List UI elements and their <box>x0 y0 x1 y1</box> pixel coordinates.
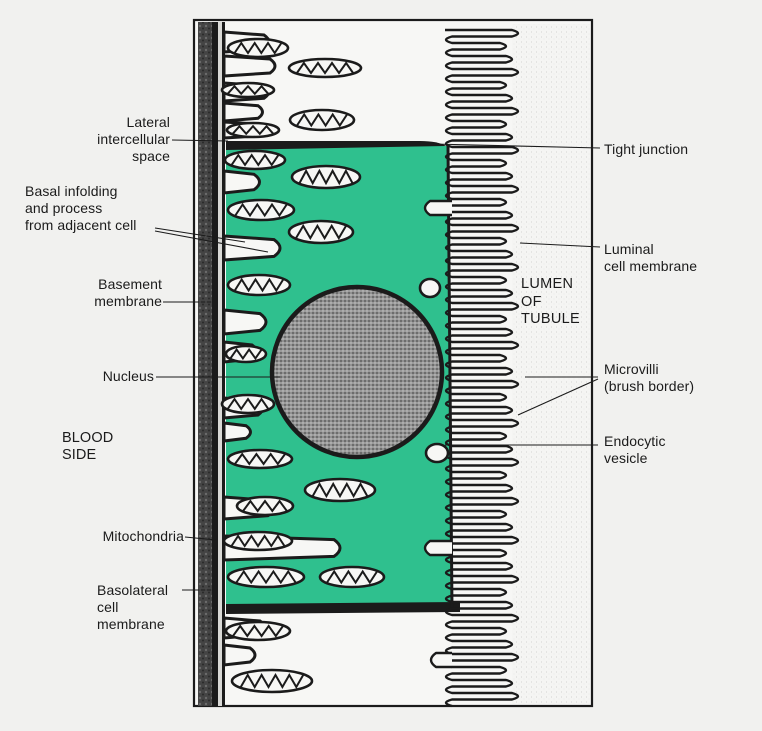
mitochondrion <box>222 530 294 552</box>
label-basolateral-cell-membrane: Basolateral cell membrane <box>97 582 169 632</box>
label-nucleus: Nucleus <box>102 368 154 384</box>
microvilli-outline <box>444 28 520 708</box>
mitochondrion <box>287 219 355 245</box>
label-endocytic-vesicle: Endocytic vesicle <box>604 433 666 466</box>
microvillus-extension <box>429 651 452 669</box>
mitochondrion <box>220 81 276 99</box>
mitochondrion <box>226 565 306 589</box>
lower-cell-boundary <box>226 602 460 614</box>
mitochondrion <box>225 121 281 139</box>
label-blood-side: BLOOD SIDE <box>62 430 114 463</box>
mitochondrion <box>223 149 287 171</box>
basal-infolding <box>222 421 252 443</box>
label-luminal-cell-membrane: Luminal cell membrane <box>604 241 698 274</box>
mitochondrion <box>230 668 314 694</box>
endocytic-vesicle-upper <box>418 277 442 299</box>
basal-infolding <box>222 54 277 78</box>
microvillus-extension <box>423 539 452 557</box>
mitochondrion <box>220 393 276 415</box>
basal-infolding <box>222 101 264 123</box>
label-microvilli: Microvilli (brush border) <box>604 361 695 394</box>
mitochondrion <box>235 495 295 517</box>
basement-membrane-band <box>198 22 214 706</box>
label-basal-infolding: Basal infolding and process from adjacen… <box>25 183 137 233</box>
microvillus-extension <box>423 199 452 217</box>
basal-infolding <box>222 169 261 195</box>
lumen-shading <box>512 24 590 704</box>
basal-infolding <box>222 234 282 262</box>
mitochondrion <box>224 620 292 642</box>
leader-lines <box>154 139 601 591</box>
label-lumen-of-tubule: LUMEN OF TUBULE <box>521 276 581 327</box>
basal-infolding <box>222 308 268 336</box>
endocytic-vesicle-lower <box>424 442 450 464</box>
mitochondrion <box>318 565 386 589</box>
mitochondrion <box>224 344 268 364</box>
mitochondria-group <box>220 37 386 694</box>
mitochondrion <box>226 37 290 59</box>
label-basement-membrane: Basement membrane <box>94 276 162 309</box>
mitochondrion <box>226 273 292 297</box>
label-mitochondria: Mitochondria <box>102 528 184 544</box>
mitochondrion <box>288 108 356 132</box>
label-tight-junction: Tight junction <box>604 141 689 157</box>
nucleus-shape <box>269 284 445 460</box>
mitochondrion <box>226 198 296 222</box>
mitochondrion <box>226 448 294 470</box>
mitochondrion <box>290 164 362 190</box>
mitochondrion <box>287 57 363 79</box>
label-lateral-intercellular-space: Lateral intercellular space <box>97 114 170 164</box>
basal-infolding <box>222 643 257 667</box>
mitochondrion <box>303 477 377 503</box>
tight-junction-bar <box>226 141 446 150</box>
microvilli-brush-border <box>423 28 520 708</box>
